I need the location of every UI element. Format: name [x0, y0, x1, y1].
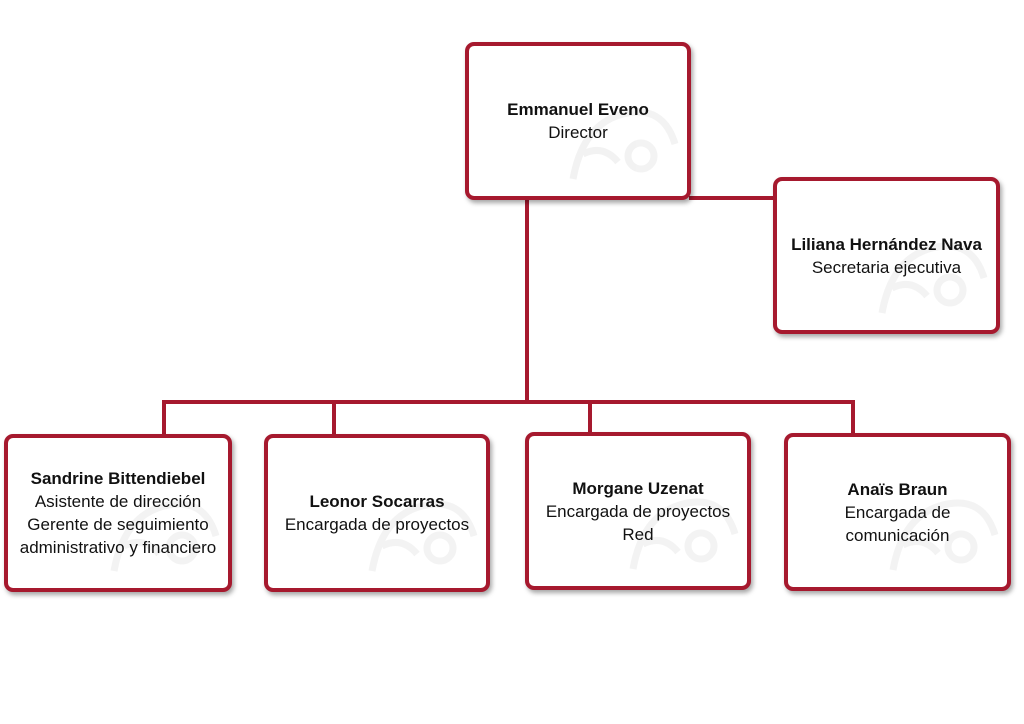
- node-anais-braun: Anaïs Braun Encargada de comunicación: [784, 433, 1011, 591]
- staff-role-line: Encargada de proyectos: [284, 515, 470, 534]
- staff-role-line: Encargada de: [844, 502, 951, 522]
- staff-role-line: Asistente de dirección: [34, 492, 202, 511]
- secretary-name: Liliana Hernández Nava: [791, 234, 982, 254]
- director-role: Director: [548, 123, 608, 142]
- node-sandrine-bittendiebel: Sandrine Bittendiebel Asistente de direc…: [4, 434, 232, 592]
- node-secretary: Liliana Hernández Nava Secretaria ejecut…: [773, 177, 1000, 334]
- secretary-role: Secretaria ejecutiva: [811, 257, 962, 277]
- node-director: Emmanuel Eveno Director: [465, 42, 691, 200]
- director-name: Emmanuel Eveno: [507, 100, 649, 119]
- staff-role-line: Gerente de seguimiento: [27, 515, 209, 534]
- node-morgane-uzenat: Morgane Uzenat Encargada de proyectos Re…: [525, 432, 751, 590]
- staff-role-line: comunicación: [845, 525, 950, 545]
- staff-name: Morgane Uzenat: [572, 478, 704, 498]
- node-leonor-socarras: Leonor Socarras Encargada de proyectos: [264, 434, 490, 592]
- staff-name: Leonor Socarras: [309, 492, 445, 511]
- staff-name: Anaïs Braun: [847, 479, 948, 499]
- staff-role-line: Red: [622, 524, 654, 544]
- staff-role-line: administrativo y financiero: [19, 538, 217, 557]
- staff-name: Sandrine Bittendiebel: [30, 469, 206, 488]
- staff-role-line: Encargada de proyectos: [545, 501, 731, 521]
